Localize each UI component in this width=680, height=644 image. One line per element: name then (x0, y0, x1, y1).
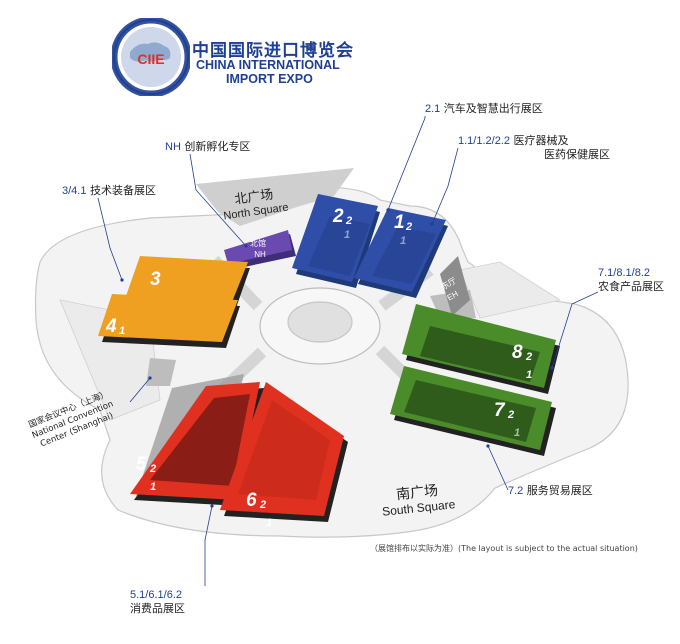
hall-1-sub: 2 (405, 221, 412, 233)
hall-6-sub2: 1 (266, 517, 272, 529)
zone-auto-name: 汽车及智慧出行展区 (443, 102, 543, 115)
zone-consumer-name: 消费品展区 (130, 602, 185, 615)
hall-7-number: 7 (494, 400, 506, 421)
hall-7-sub: 2 (507, 409, 514, 421)
zone-auto-halls: 2.1 (425, 103, 441, 115)
hall-5-sub: 2 (149, 463, 156, 475)
hall-2-number: 2 (332, 206, 344, 227)
hall-8[interactable]: 8 2 1 (402, 304, 560, 394)
hall-7[interactable]: 7 2 1 (390, 366, 556, 456)
hall-4[interactable]: 4 1 (98, 294, 240, 348)
zone-label-medical: 1.1/1.2/2.2 医疗器械及 医药保健展区 (458, 134, 610, 162)
footnote: （展馆排布以实际为准）(The layout is subject to the… (370, 544, 638, 553)
zone-label-innovation: NH 创新孵化专区 (165, 140, 250, 154)
zone-label-technical: 3/4.1 技术装备展区 (62, 184, 156, 198)
zone-technical-name: 技术装备展区 (89, 184, 156, 197)
zone-agri-halls: 7.1/8.1/8.2 (598, 267, 650, 279)
hall-nh-en: NH (254, 250, 266, 259)
brand-name-en-line1: CHINA INTERNATIONAL (196, 58, 340, 72)
brand-name-en-line2: IMPORT EXPO (226, 72, 313, 86)
hall-2[interactable]: 2 2 1 (292, 194, 380, 288)
zone-medical-name2: 医药保健展区 (544, 148, 610, 161)
zone-label-services: 7.2 服务贸易展区 (508, 484, 593, 498)
hall-6-number: 6 (246, 490, 257, 511)
hall-nh-cn: 北馆 (250, 238, 266, 248)
hall-nh[interactable]: 北馆 NH (224, 230, 296, 270)
zone-innovation-halls: NH (165, 141, 181, 153)
hall-4-number: 4 (105, 316, 117, 337)
zone-consumer-halls: 5.1/6.1/6.2 (130, 589, 182, 601)
brand-name-cn: 中国国际进口博览会 (192, 41, 354, 61)
hall-6-sub: 2 (259, 499, 266, 511)
zone-agri-name: 农食产品展区 (598, 280, 664, 293)
zone-medical-name1: 医疗器械及 (513, 134, 569, 147)
zone-services-name: 服务贸易展区 (526, 484, 593, 497)
logo-text: CIIE (137, 51, 164, 67)
zone-technical-halls: 3/4.1 (62, 185, 87, 197)
zone-medical-halls: 1.1/1.2/2.2 (458, 135, 510, 147)
hall-1-number: 1 (394, 212, 405, 233)
hall-2-sub: 2 (345, 215, 352, 227)
hall-2-sub2: 1 (344, 229, 350, 241)
hall-eh[interactable]: 东厅 EH (439, 256, 470, 316)
hall-1-sub2: 1 (400, 235, 406, 247)
hall-3-number: 3 (150, 269, 161, 290)
brand-name-en: CHINA INTERNATIONAL IMPORT EXPO (196, 58, 340, 86)
ciie-logo: CIIE (112, 18, 190, 96)
hall-8-sub2: 1 (526, 369, 532, 381)
hall-6[interactable]: 6 2 1 (220, 382, 348, 529)
hall-5-sub2: 1 (150, 481, 156, 493)
leader-lines (97, 116, 599, 586)
hall-8-number: 8 (512, 342, 523, 363)
zone-label-consumer: 5.1/6.1/6.2 消费品展区 (130, 588, 185, 616)
hall-4-sub: 1 (119, 325, 125, 337)
hall-5[interactable]: 5 2 1 (130, 382, 264, 506)
hall-8-sub: 2 (525, 351, 532, 363)
hall-1[interactable]: 1 2 1 (354, 208, 448, 298)
hall-7-sub2: 1 (514, 427, 520, 439)
zone-label-agri: 7.1/8.1/8.2 农食产品展区 (598, 266, 664, 294)
hall-3[interactable]: 3 (126, 256, 250, 308)
zone-innovation-name: 创新孵化专区 (184, 140, 251, 153)
hall-5-number: 5 (136, 454, 147, 475)
zone-label-auto: 2.1 汽车及智慧出行展区 (425, 102, 543, 116)
zone-services-halls: 7.2 (508, 485, 524, 497)
north-square-plaza (196, 168, 354, 226)
